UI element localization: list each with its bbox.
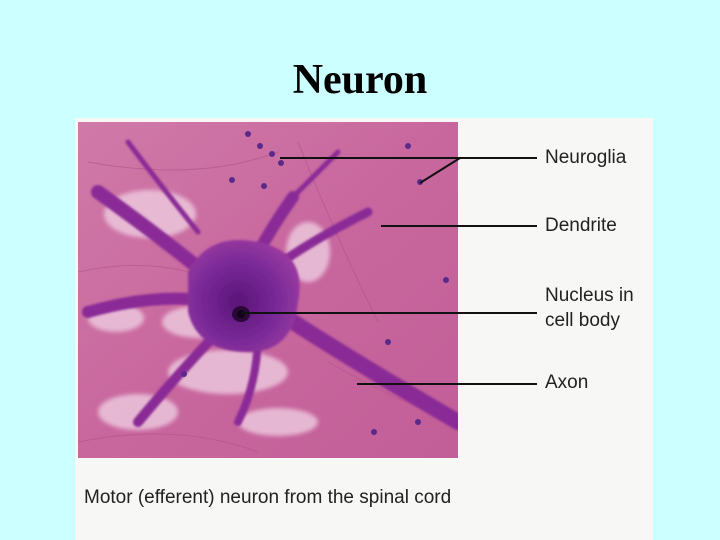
neuron-figure: Neuroglia Dendrite Nucleus in cell body … <box>75 118 653 540</box>
figure-caption: Motor (efferent) neuron from the spinal … <box>84 487 452 508</box>
label-axon: Axon <box>545 372 589 393</box>
slide-title: Neuron <box>292 57 428 103</box>
label-nucleus-line1: Nucleus in <box>545 285 634 306</box>
neuron-micrograph <box>78 122 458 458</box>
label-neuroglia: Neuroglia <box>545 147 627 168</box>
label-dendrite: Dendrite <box>545 215 617 236</box>
label-nucleus-line2: cell body <box>545 310 620 331</box>
